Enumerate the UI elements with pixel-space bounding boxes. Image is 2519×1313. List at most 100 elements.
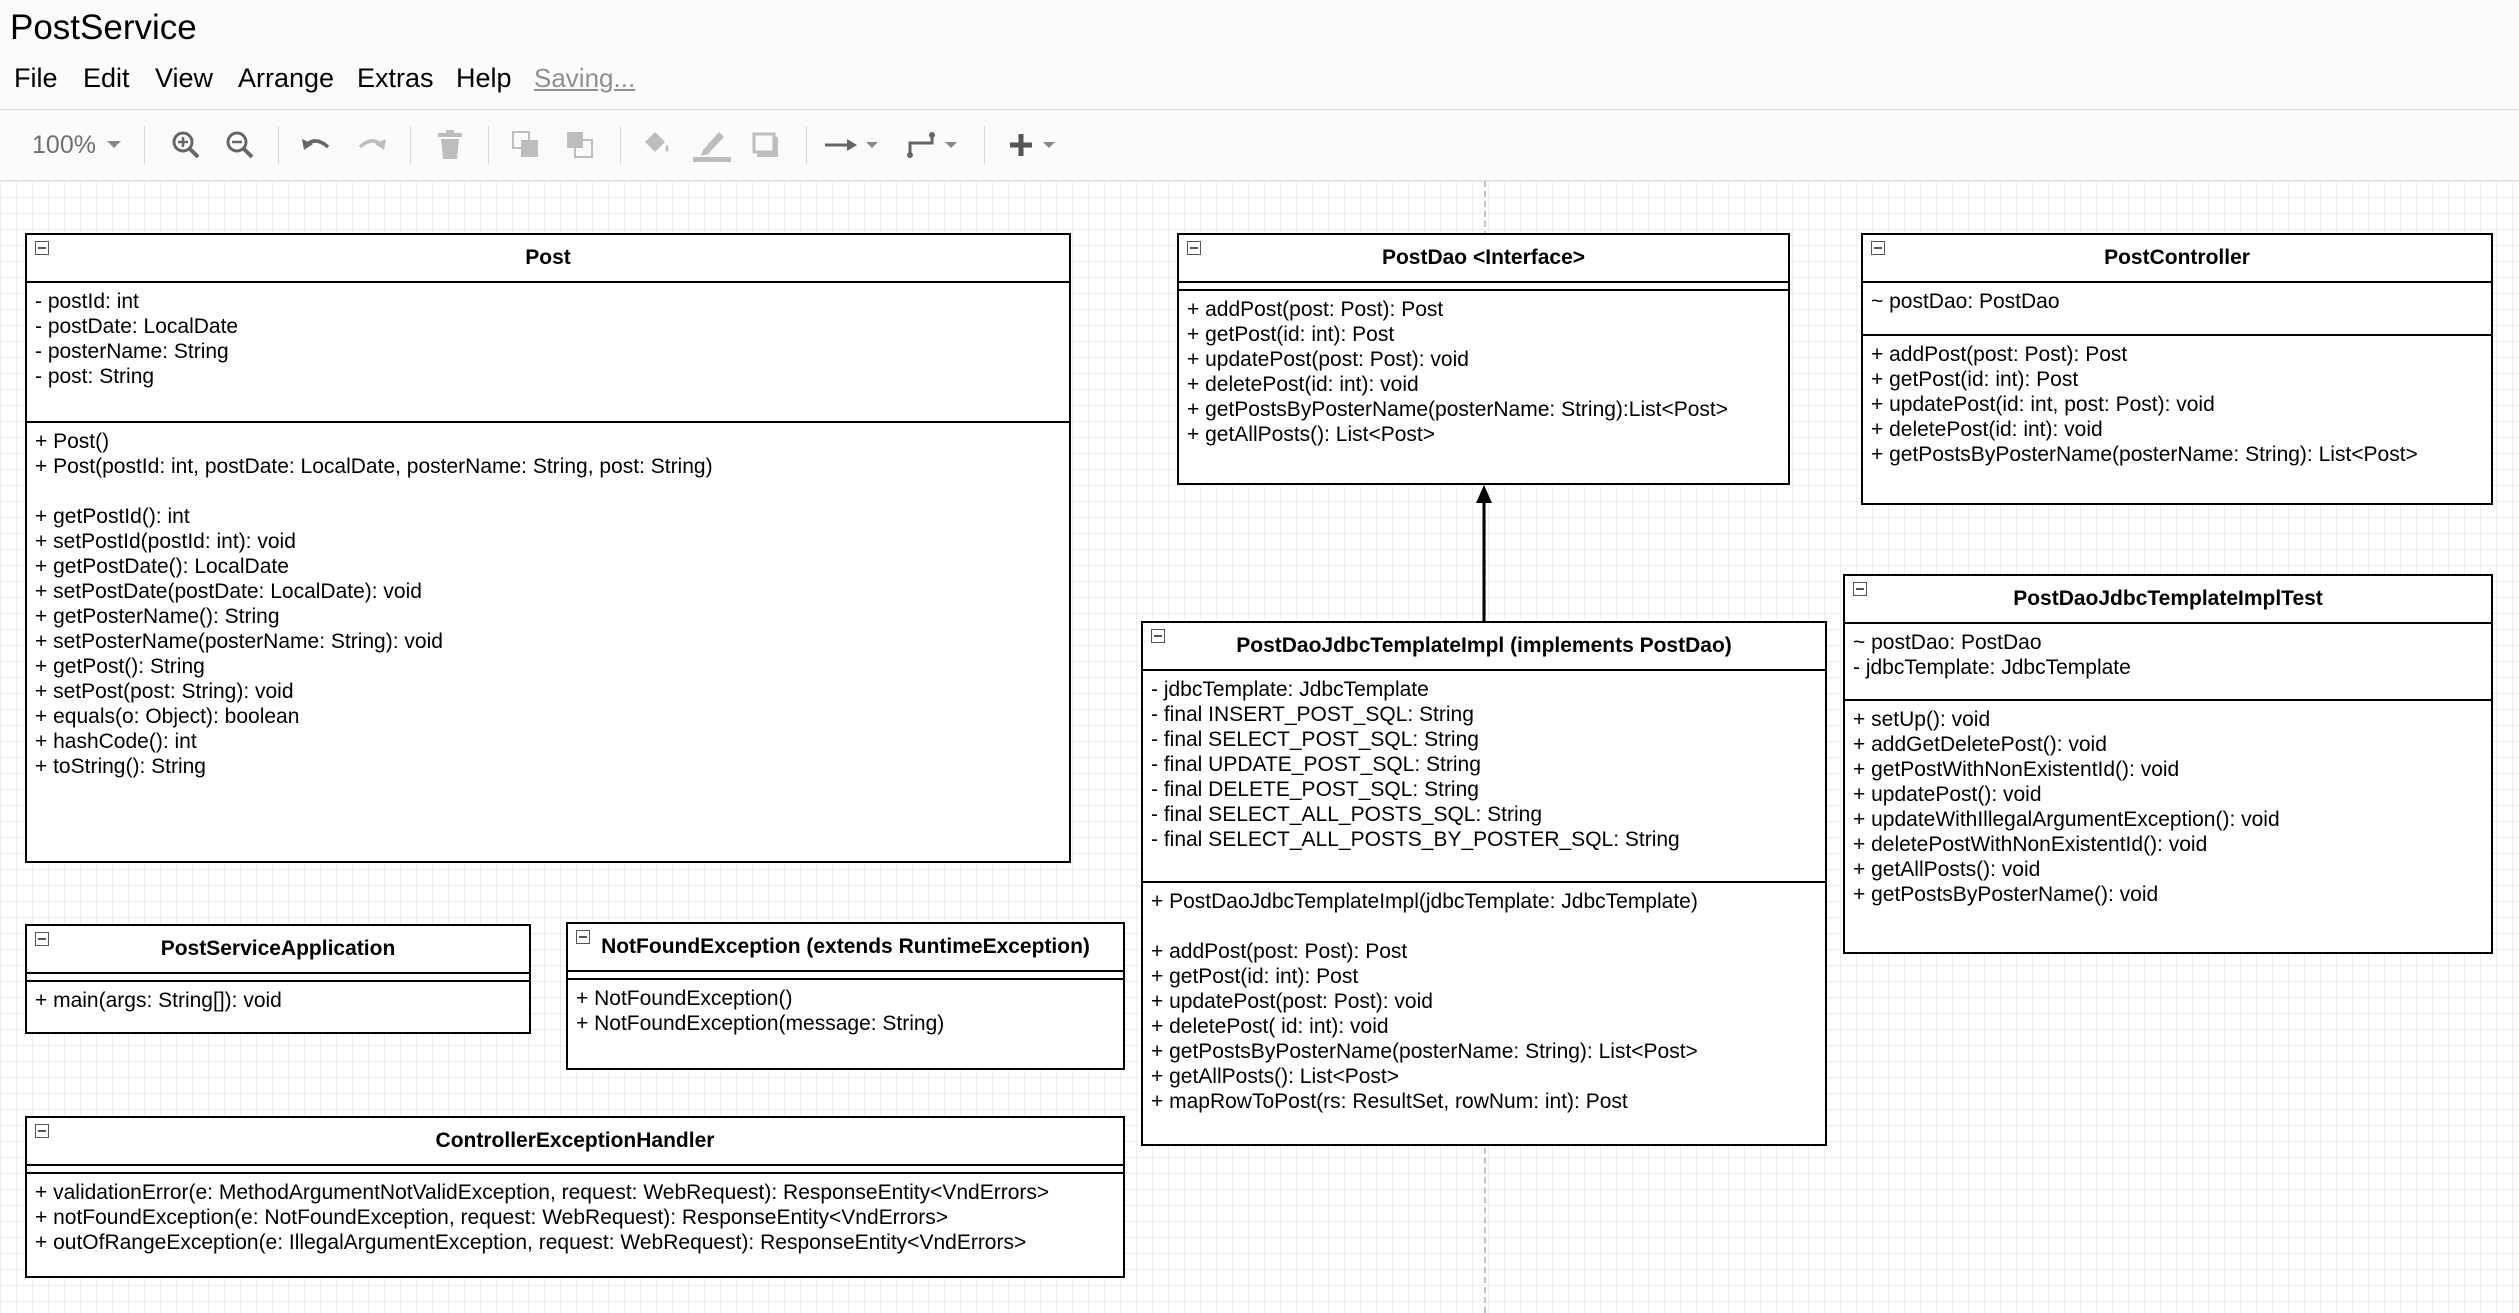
collapse-icon[interactable] [1871, 241, 1885, 255]
field-list: - jdbcTemplate: JdbcTemplate- final INSE… [1143, 671, 1825, 883]
menu-arrange[interactable]: Arrange [238, 63, 335, 93]
zoom-out-icon[interactable] [220, 110, 260, 180]
collapse-icon[interactable] [1151, 629, 1165, 643]
to-front-icon[interactable] [506, 110, 546, 180]
collapse-icon[interactable] [35, 1124, 49, 1138]
saving-status[interactable]: Saving... [534, 63, 636, 93]
class-method: + setPost(post: String): void [35, 680, 294, 703]
collapse-icon[interactable] [35, 241, 49, 255]
collapse-icon[interactable] [35, 932, 49, 946]
method-list: + Post()+ Post(postId: int, postDate: Lo… [27, 423, 1069, 785]
collapse-icon[interactable] [576, 930, 590, 944]
class-method: + addPost(post: Post): Post [1187, 298, 1444, 321]
method-list: + validationError(e: MethodArgumentNotVa… [27, 1174, 1123, 1261]
class-method: + addPost(post: Post): Post [1871, 343, 2128, 366]
zoom-dropdown[interactable]: 100% [24, 110, 130, 180]
field-list: ~ postDao: PostDao- jdbcTemplate: JdbcTe… [1845, 624, 2491, 701]
class-daoimpl[interactable]: PostDaoJdbcTemplateImpl (implements Post… [1141, 621, 1827, 1146]
class-postdao[interactable]: PostDao <Interface> + addPost(post: Post… [1177, 233, 1790, 485]
class-method: + setPostId(postId: int): void [35, 530, 296, 553]
class-method: + equals(o: Object): boolean [35, 705, 300, 728]
class-field: - post: String [35, 365, 155, 388]
shadow-icon[interactable] [746, 110, 786, 180]
class-daotest[interactable]: PostDaoJdbcTemplateImplTest ~ postDao: P… [1843, 574, 2493, 954]
class-method: + notFoundException(e: NotFoundException… [35, 1206, 949, 1229]
class-method: + addGetDeletePost(): void [1853, 733, 2107, 756]
diagram-canvas[interactable]: Post - postId: int- postDate: LocalDate-… [0, 181, 2519, 1313]
menu-view[interactable]: View [155, 63, 214, 93]
method-list: + main(args: String[]): void [27, 982, 529, 1019]
class-field: - final SELECT_POST_SQL: String [1151, 728, 1479, 751]
class-method: + getPosterName(): String [35, 605, 280, 628]
field-list: ~ postDao: PostDao [1863, 283, 2491, 336]
fill-color-icon[interactable] [636, 110, 680, 180]
menu-extras[interactable]: Extras [357, 63, 434, 93]
connection-icon[interactable] [822, 110, 882, 180]
class-field: ~ postDao: PostDao [1853, 631, 2042, 654]
class-field: - final SELECT_ALL_POSTS_BY_POSTER_SQL: … [1151, 828, 1680, 851]
menu-help[interactable]: Help [456, 63, 512, 93]
class-field: - postId: int [35, 290, 139, 313]
class-method: + setUp(): void [1853, 708, 1991, 731]
undo-icon[interactable] [296, 110, 336, 180]
zoom-in-icon[interactable] [166, 110, 206, 180]
class-method: + getPost(id: int): Post [1151, 965, 1359, 988]
field-list [568, 972, 1123, 980]
method-list: + addPost(post: Post): Post+ getPost(id:… [1179, 291, 1788, 453]
class-field: - final UPDATE_POST_SQL: String [1151, 753, 1481, 776]
class-field: - final DELETE_POST_SQL: String [1151, 778, 1479, 801]
class-method: + getAllPosts(): List<Post> [1151, 1065, 1400, 1088]
class-app[interactable]: PostServiceApplication + main(args: Stri… [25, 924, 531, 1034]
arrow-head-icon [1476, 485, 1492, 503]
class-method: + updatePost(id: int, post: Post): void [1871, 393, 2215, 416]
class-method: + getPost(id: int): Post [1871, 368, 2079, 391]
class-post[interactable]: Post - postId: int- postDate: LocalDate-… [25, 233, 1071, 863]
class-method: + mapRowToPost(rs: ResultSet, rowNum: in… [1151, 1090, 1628, 1113]
class-field: - postDate: LocalDate [35, 315, 239, 338]
class-method: + updatePost(): void [1853, 783, 2042, 806]
class-method: + updatePost(post: Post): void [1187, 348, 1469, 371]
class-method: + main(args: String[]): void [35, 989, 282, 1012]
menu-edit[interactable]: Edit [83, 63, 130, 93]
method-list: + NotFoundException()+ NotFoundException… [568, 980, 1123, 1042]
chevron-down-icon [1042, 141, 1056, 150]
method-list: + addPost(post: Post): Post+ getPost(id:… [1863, 336, 2491, 473]
collapse-icon[interactable] [1853, 582, 1867, 596]
insert-icon[interactable] [998, 110, 1066, 180]
class-name: NotFoundException (extends RuntimeExcept… [601, 935, 1090, 958]
class-method: + getPostsByPosterName(): void [1853, 883, 2159, 906]
class-method: + getPostId(): int [35, 505, 190, 528]
toolbar: 100% [0, 110, 2519, 181]
class-name: PostDaoJdbcTemplateImplTest [2013, 587, 2323, 610]
class-method: + updateWithIllegalArgumentException(): … [1853, 808, 2280, 831]
class-method: + addPost(post: Post): Post [1151, 940, 1408, 963]
class-method: + PostDaoJdbcTemplateImpl(jdbcTemplate: … [1151, 890, 1698, 913]
class-handler[interactable]: ControllerExceptionHandler + validationE… [25, 1116, 1125, 1278]
to-back-icon[interactable] [560, 110, 600, 180]
title-menu-header: PostService File Edit View Arrange Extra… [0, 0, 2519, 110]
class-method: + validationError(e: MethodArgumentNotVa… [35, 1181, 1050, 1204]
class-notfound[interactable]: NotFoundException (extends RuntimeExcept… [566, 922, 1125, 1070]
waypoints-icon[interactable] [902, 110, 962, 180]
class-method: + setPosterName(posterName: String): voi… [35, 630, 443, 653]
menu-file[interactable]: File [14, 63, 58, 93]
chevron-down-icon [865, 141, 879, 150]
delete-icon[interactable] [430, 110, 470, 180]
chevron-down-icon [106, 140, 122, 150]
line-color-icon[interactable] [690, 110, 734, 180]
field-list [1179, 283, 1788, 291]
implements-connector[interactable] [0, 181, 2519, 1313]
class-method: + NotFoundException(message: String) [576, 1012, 945, 1035]
class-method: + updatePost(post: Post): void [1151, 990, 1433, 1013]
class-name: PostController [2104, 246, 2250, 269]
class-name: PostDao <Interface> [1381, 246, 1586, 269]
class-postcontroller[interactable]: PostController ~ postDao: PostDao + addP… [1861, 233, 2493, 505]
class-field: - final SELECT_ALL_POSTS_SQL: String [1151, 803, 1543, 826]
document-title[interactable]: PostService [10, 8, 197, 47]
class-method: + getAllPosts(): List<Post> [1187, 423, 1436, 446]
field-list [27, 974, 529, 982]
collapse-icon[interactable] [1187, 241, 1201, 255]
redo-icon[interactable] [352, 110, 392, 180]
class-method: + deletePost(id: int): void [1871, 418, 2103, 441]
class-method: + getPostWithNonExistentId(): void [1853, 758, 2180, 781]
